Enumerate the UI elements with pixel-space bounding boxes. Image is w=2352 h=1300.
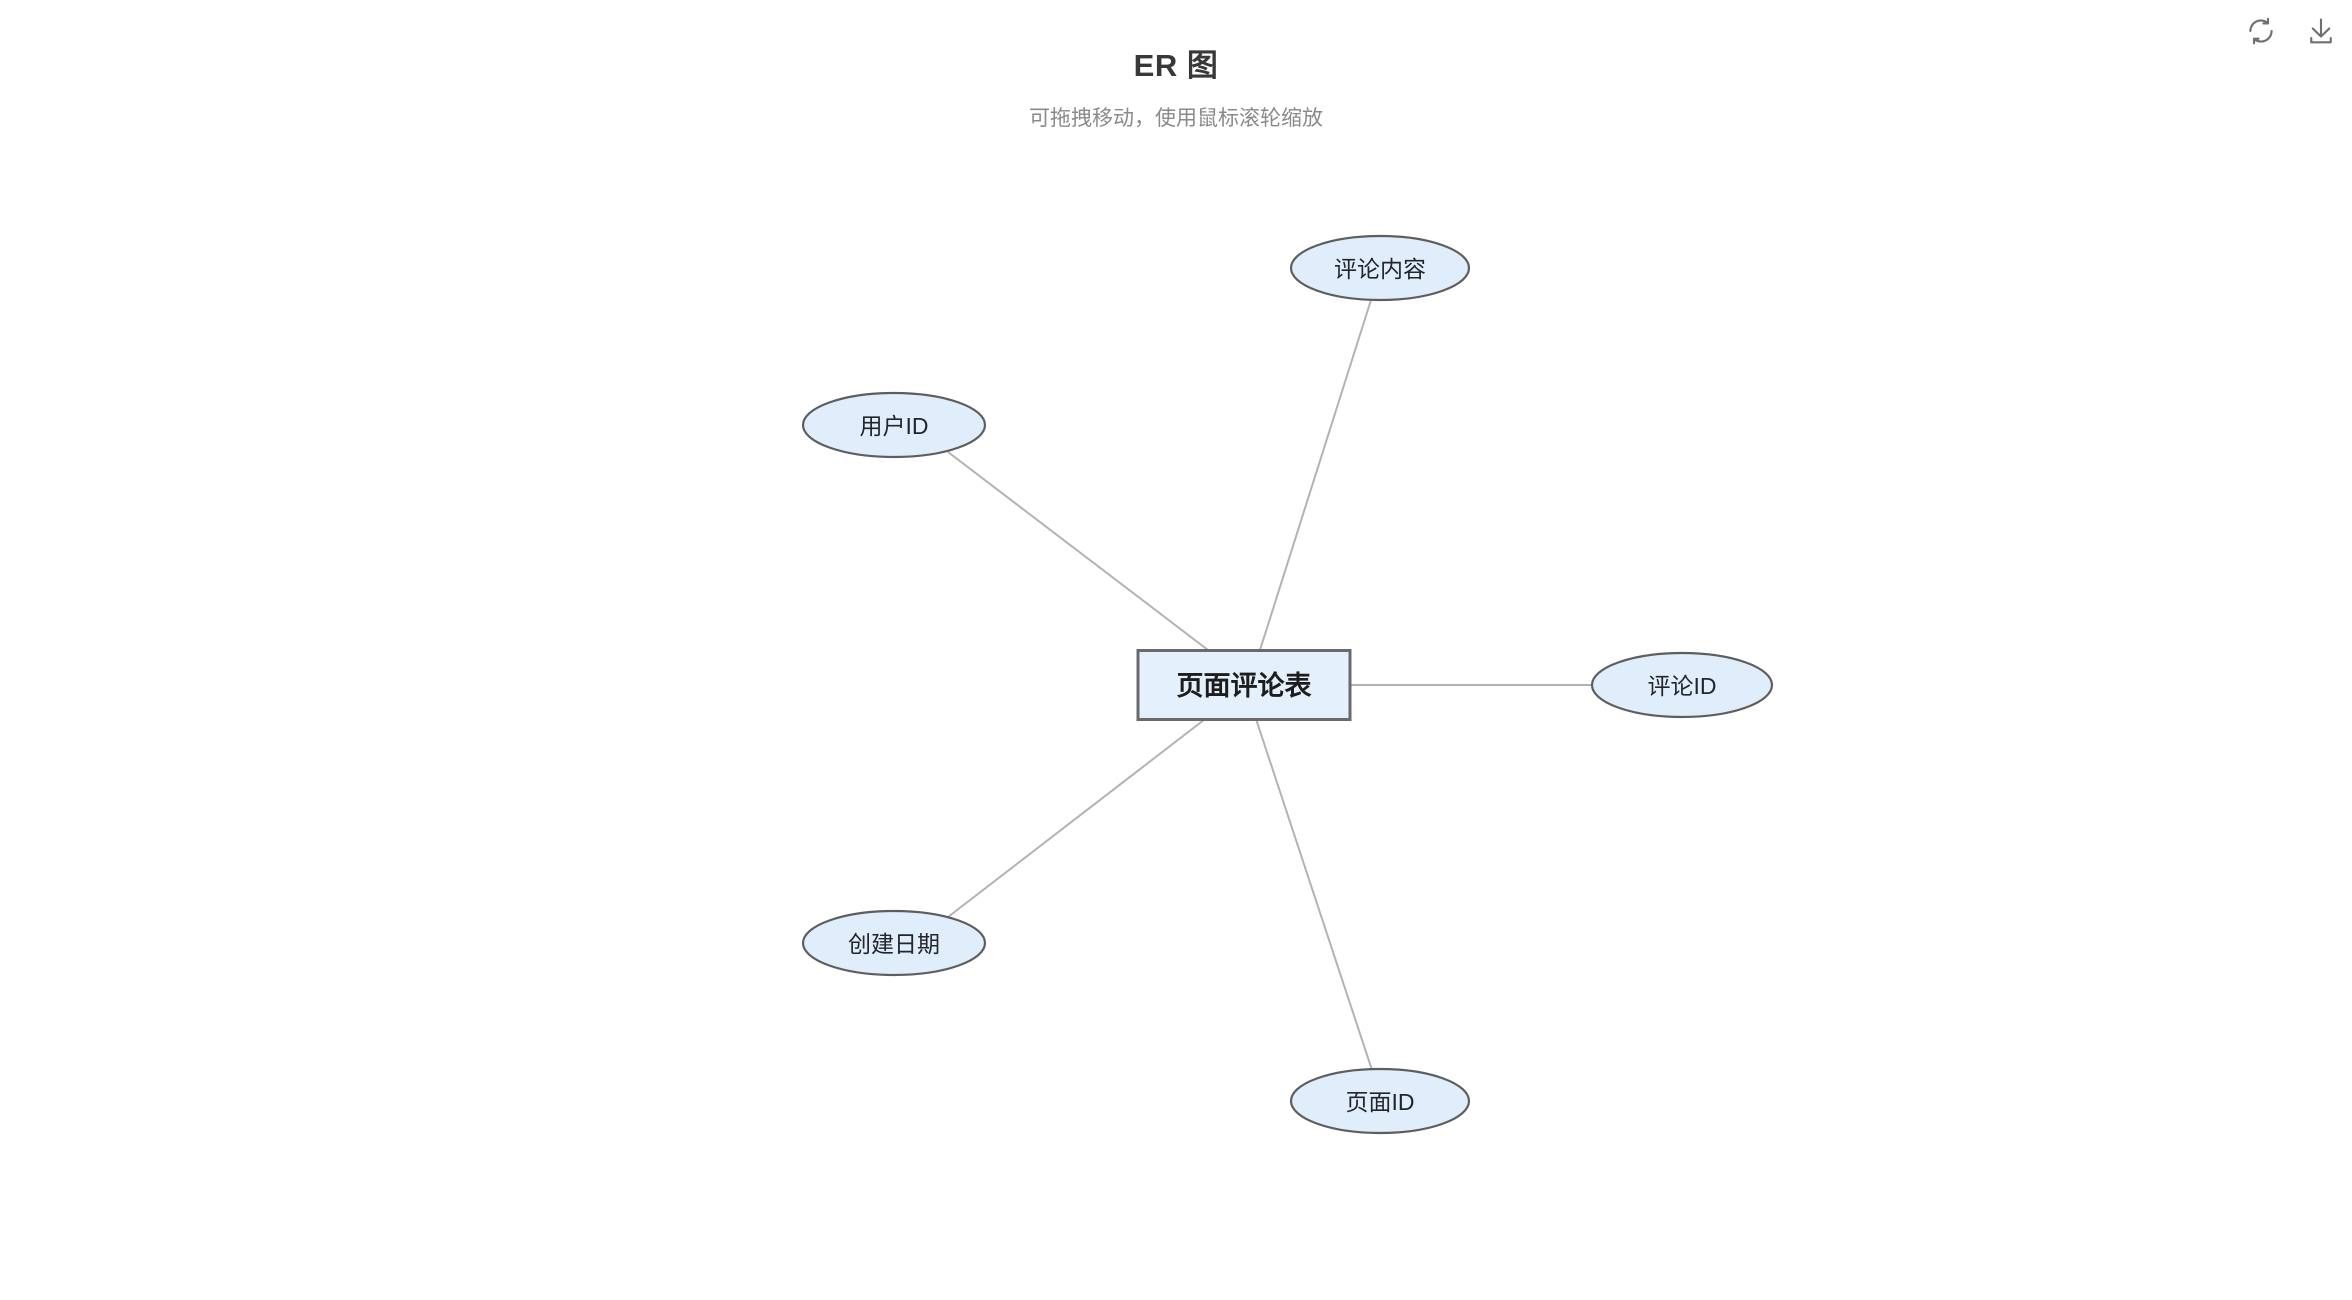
edges-layer xyxy=(947,299,1592,1071)
er-edge xyxy=(947,451,1226,664)
er-edge xyxy=(1255,718,1373,1071)
attribute-label: 评论内容 xyxy=(1334,256,1426,282)
attribute-label: 页面ID xyxy=(1346,1089,1415,1115)
refresh-button[interactable] xyxy=(2242,12,2280,50)
entity-layer: 页面评论表 xyxy=(1136,649,1352,721)
er-attribute-node[interactable]: 评论内容 xyxy=(1289,234,1471,302)
er-attribute-node[interactable]: 用户ID xyxy=(801,391,987,459)
attribute-ellipse[interactable] xyxy=(1590,651,1774,719)
er-entity-node[interactable]: 页面评论表 xyxy=(1136,649,1352,721)
download-button[interactable] xyxy=(2302,12,2340,50)
attribute-ellipse[interactable] xyxy=(1289,1067,1471,1135)
entity-label: 页面评论表 xyxy=(1177,671,1312,701)
attribute-label: 创建日期 xyxy=(848,931,940,957)
er-attribute-node[interactable]: 评论ID xyxy=(1590,651,1774,719)
er-attribute-node[interactable]: 页面ID xyxy=(1289,1067,1471,1135)
er-edge xyxy=(947,705,1223,918)
toolbar xyxy=(2242,12,2340,50)
attribute-label: 评论ID xyxy=(1648,673,1717,699)
entity-rect[interactable] xyxy=(1136,649,1352,721)
attribute-ellipse[interactable] xyxy=(801,391,987,459)
er-edge xyxy=(1259,299,1372,651)
download-icon xyxy=(2306,16,2336,46)
attribute-label: 用户ID xyxy=(860,413,929,439)
attribute-ellipse[interactable] xyxy=(1289,234,1471,302)
refresh-icon xyxy=(2246,16,2276,46)
er-attribute-node[interactable]: 创建日期 xyxy=(801,909,987,977)
attribute-ellipse[interactable] xyxy=(801,909,987,977)
